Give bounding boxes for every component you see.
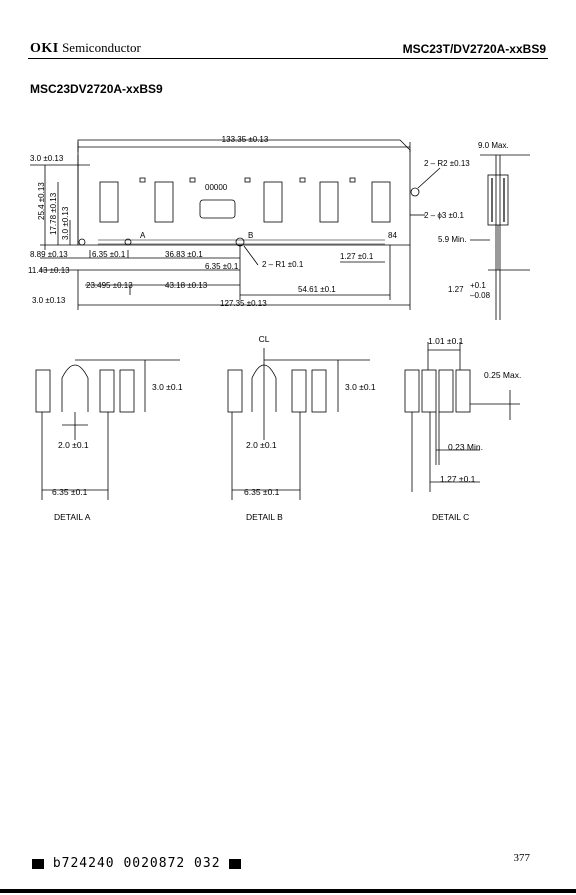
dim-corner-radius: 2 – R2 ±0.13 xyxy=(424,159,470,168)
detail-b-centerline: CL xyxy=(259,334,270,344)
dim-r1: 2 – R1 ±0.1 xyxy=(262,260,304,269)
detail-a-pitch: 6.35 ±0.1 xyxy=(52,487,88,497)
dim-4318: 43.18 ±0.13 xyxy=(165,281,208,290)
mounting-hole xyxy=(78,238,86,246)
header-rule xyxy=(28,58,548,59)
dim-overall-length: 133.35 ±0.13 xyxy=(222,135,269,144)
pin-label-a: A xyxy=(140,231,146,240)
detail-c-label: DETAIL C xyxy=(432,512,469,520)
buffer-chip xyxy=(199,199,236,219)
dim-127: 1.27 ±0.1 xyxy=(340,252,374,261)
detail-a-drawing xyxy=(35,359,180,500)
pin-label-84: 84 xyxy=(388,231,397,240)
barcode-text: b724240 0020872 032 xyxy=(52,856,221,871)
header-part-number: MSC23T/DV2720A-xxBS9 xyxy=(402,42,546,56)
brand-division: Semiconductor xyxy=(62,40,141,55)
dim-left-offset: 3.0 ±0.13 xyxy=(30,154,64,163)
page-number: 377 xyxy=(513,852,531,864)
header-brand: OKI Semiconductor xyxy=(30,40,141,57)
barcode-block-right xyxy=(229,858,242,869)
side-view-contacts xyxy=(491,178,505,222)
dim-3b: 3.0 ±0.13 xyxy=(32,296,66,305)
detail-c-pitch: 1.27 ±0.1 xyxy=(440,474,476,484)
detail-b-height: 3.0 ±0.1 xyxy=(345,382,376,392)
footer-barcode: b724240 0020872 032 xyxy=(32,856,242,871)
dim-hole-diameter: 2 – ϕ3 ±0.1 xyxy=(424,211,465,220)
dim-min-height: 5.9 Min. xyxy=(438,235,466,244)
mechanical-drawing: 133.35 ±0.13 3.0 ±0.13 9.0 Max. 2 – R2 ±… xyxy=(28,135,530,520)
chip-marking: 00000 xyxy=(205,183,228,192)
detail-b-drawing xyxy=(227,348,370,500)
dim-lead-minus: –0.08 xyxy=(470,291,491,300)
detail-c-width: 1.01 ±0.1 xyxy=(428,336,464,346)
dim-635b: 6.35 ±0.1 xyxy=(205,262,239,271)
dim-height-17: 17.78 ±0.13 xyxy=(49,192,58,235)
detail-c-drawing xyxy=(404,342,520,492)
key-notch-a xyxy=(124,238,132,246)
contact-pins xyxy=(98,239,385,245)
dim-23495: 23.495 ±0.13 xyxy=(86,281,133,290)
dim-height-3: 3.0 ±0.13 xyxy=(61,206,70,240)
detail-a-width: 2.0 ±0.1 xyxy=(58,440,89,450)
memory-chip xyxy=(263,181,283,223)
detail-c-max: 0.25 Max. xyxy=(484,370,521,380)
detail-c-min: 0.23 Min. xyxy=(448,442,483,452)
pin-label-b: B xyxy=(248,231,253,240)
detail-b-label: DETAIL B xyxy=(246,512,283,520)
dim-889: 8.89 ±0.13 xyxy=(30,250,68,259)
dim-12735: 127.35 ±0.13 xyxy=(220,299,267,308)
brand-logo: OKI xyxy=(30,41,59,56)
detail-a-height: 3.0 ±0.1 xyxy=(152,382,183,392)
detail-a-label: DETAIL A xyxy=(54,512,91,520)
dim-1143: 11.43 ±0.13 xyxy=(28,266,70,275)
section-title: MSC23DV2720A-xxBS9 xyxy=(30,82,163,96)
detail-b-pitch: 6.35 ±0.1 xyxy=(244,487,280,497)
side-view xyxy=(487,174,509,226)
dim-3683: 36.83 ±0.1 xyxy=(165,250,203,259)
memory-chip xyxy=(319,181,339,223)
detail-b-width: 2.0 ±0.1 xyxy=(246,440,277,450)
barcode-block-left xyxy=(32,858,44,869)
memory-chip xyxy=(371,181,391,223)
dim-height: 25.4 ±0.13 xyxy=(37,182,46,220)
dim-5461: 54.61 ±0.1 xyxy=(298,285,336,294)
dim-thickness: 9.0 Max. xyxy=(478,141,509,150)
dim-635: 6.35 ±0.1 xyxy=(92,250,126,259)
memory-chip xyxy=(154,181,174,223)
dim-lead-plus: +0.1 xyxy=(470,281,486,290)
corner-radius xyxy=(410,187,420,197)
memory-chip xyxy=(99,181,119,223)
bottom-bar xyxy=(0,889,576,893)
module-outline xyxy=(77,139,411,246)
dim-lead-nominal: 1.27 xyxy=(448,285,464,294)
